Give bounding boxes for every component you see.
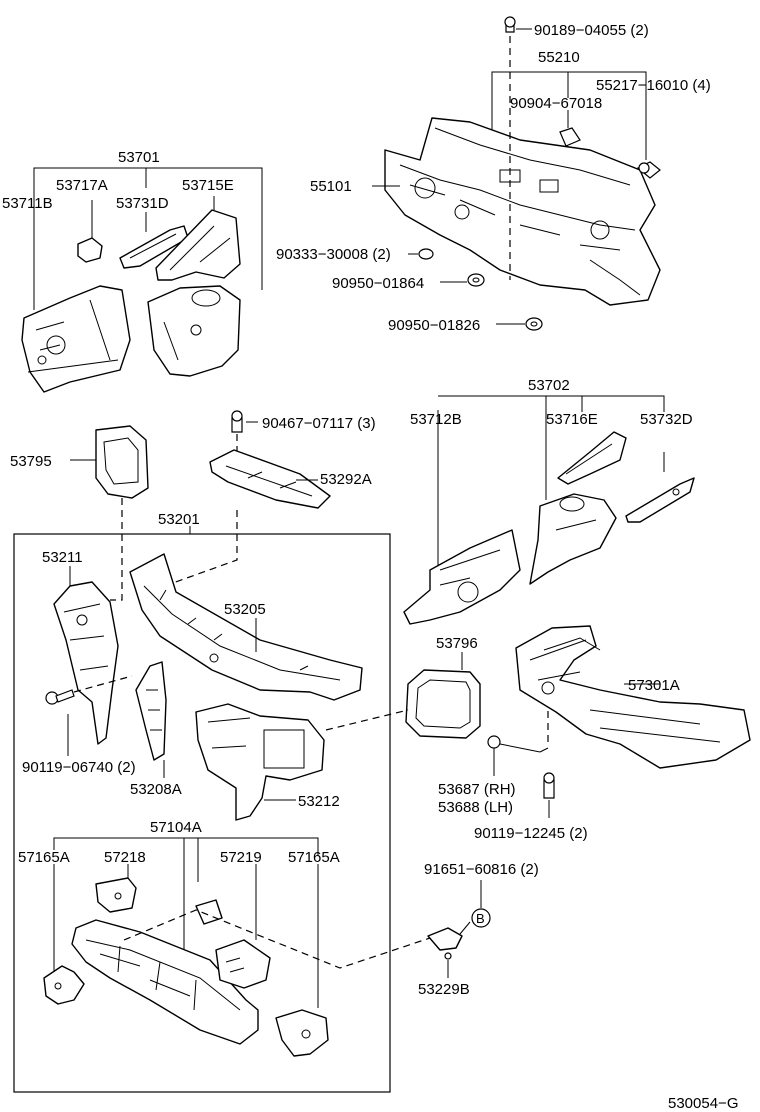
clip-90467[interactable] [231,410,243,433]
label-55101: 55101 [310,178,352,195]
label-53712B: 53712B [410,411,462,428]
label-53205: 53205 [224,601,266,618]
label-57165A-right: 57165A [288,849,340,866]
label-53212: 53212 [298,793,340,810]
diagram-code: 530054−G [668,1095,738,1112]
bracket-57165A-left[interactable] [43,965,85,1005]
bracket-53717A[interactable] [77,237,103,263]
clip-90904[interactable] [559,127,581,147]
label-marker-b: B [476,911,485,926]
bracket-57165A-right[interactable] [275,1009,329,1057]
label-53732D: 53732D [640,411,693,428]
bracket-53211[interactable] [53,581,119,745]
brace-53208A[interactable] [135,661,167,761]
label-91651-60816: 91651−60816 (2) [424,861,539,878]
label-53717A: 53717A [56,177,108,194]
label-53795: 53795 [10,453,52,470]
label-53716E: 53716E [546,411,598,428]
bracket-57219[interactable] [215,939,271,989]
label-53201: 53201 [158,511,200,528]
label-90467-07117: 90467−07117 (3) [262,415,376,432]
label-53701: 53701 [118,149,160,166]
label-53715E: 53715E [182,177,234,194]
label-53292A: 53292A [320,471,372,488]
clip-57104A[interactable] [195,899,223,925]
label-53211: 53211 [42,549,83,566]
reference-marker-b [471,908,491,928]
support-53212[interactable] [195,703,325,821]
label-53229B: 53229B [418,981,470,998]
apron-53712B[interactable] [403,529,521,625]
label-90950-01864: 90950−01864 [332,275,424,292]
member-57301A[interactable] [515,625,751,769]
seal-53796[interactable] [405,669,481,739]
label-90904-67018: 90904−67018 [510,95,602,112]
bolt-90119-12245[interactable] [543,772,555,799]
apron-lower-53701[interactable] [147,285,241,377]
label-90119-12245: 90119−12245 (2) [474,825,588,842]
label-53208A: 53208A [130,781,182,798]
bracket-53229B[interactable] [427,927,463,960]
label-55217-16010: 55217−16010 (4) [596,77,711,94]
cover-53292A[interactable] [209,449,331,509]
assembly-frame-53201 [13,533,391,1093]
bolt-90189[interactable] [504,16,516,33]
bracket-57218[interactable] [95,877,137,913]
dash-panel-55101[interactable] [384,117,661,306]
label-55210: 55210 [538,49,580,66]
nut-90950-01864[interactable] [467,273,485,287]
support-53205[interactable] [129,553,363,701]
label-90119-06740: 90119−06740 (2) [22,759,136,776]
label-53702: 53702 [528,377,570,394]
label-57218: 57218 [104,849,146,866]
label-53687-rh: 53687 (RH) [438,781,516,798]
grommet-90333[interactable] [418,248,434,260]
label-90333-30008: 90333−30008 (2) [276,246,391,263]
member-53732D[interactable] [625,477,695,523]
label-53731D: 53731D [116,195,169,212]
label-53688-lh: 53688 (LH) [438,799,513,816]
bolt-90119-06740[interactable] [45,689,75,705]
label-57219: 57219 [220,849,262,866]
reinforcement-57104A[interactable] [71,919,259,1045]
label-90189-04055: 90189−04055 (2) [534,22,649,39]
member-53715E[interactable] [155,209,241,281]
apron-53711B[interactable] [21,285,131,393]
clip-55217[interactable] [636,161,661,179]
label-57165A-left: 57165A [18,849,70,866]
hood-lock-cable-53687[interactable] [487,735,549,753]
label-53711B: 53711B [2,195,53,212]
label-53796: 53796 [436,635,478,652]
apron-upper-53702[interactable] [529,493,617,585]
label-57301A: 57301A [628,677,680,694]
label-57104A: 57104A [150,819,202,836]
seal-53795[interactable] [95,425,149,499]
nut-90950-01826[interactable] [525,317,543,331]
label-90950-01826: 90950−01826 [388,317,480,334]
member-53716E[interactable] [557,431,627,485]
